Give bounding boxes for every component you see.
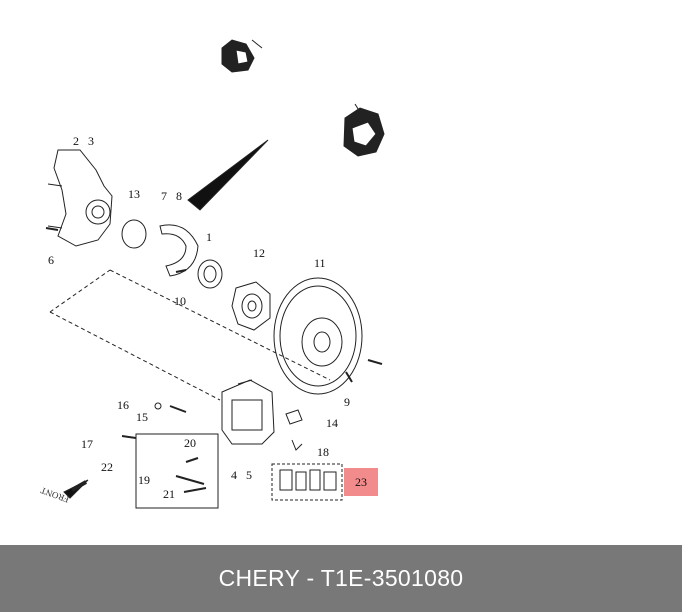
label-part-17: 17 xyxy=(81,437,93,451)
pointer-wedge-icon xyxy=(187,139,269,211)
label-part-2: 2 xyxy=(73,134,79,148)
brake-pad-set-icon xyxy=(271,463,343,501)
label-part-11: 11 xyxy=(314,256,326,270)
label-part-12: 12 xyxy=(253,246,265,260)
label-part-6: 6 xyxy=(48,253,54,267)
label-part-3: 3 xyxy=(88,134,94,148)
label-part-21: 21 xyxy=(163,487,175,501)
label-part-5: 5 xyxy=(246,468,252,482)
brake-caliper-icon xyxy=(221,379,275,445)
steering-knuckle-icon xyxy=(47,149,113,247)
label-part-18: 18 xyxy=(317,445,329,459)
guide-pin-kit-box xyxy=(135,433,219,509)
label-part-13: 13 xyxy=(128,187,140,201)
label-part-14: 14 xyxy=(326,416,338,430)
label-part-10: 10 xyxy=(174,294,186,308)
wheel-hub-icon xyxy=(231,281,271,331)
knuckle-large-icon xyxy=(343,103,385,157)
wheel-bearing-icon xyxy=(197,259,223,289)
label-part-9: 9 xyxy=(344,395,350,409)
label-part-15: 15 xyxy=(136,410,148,424)
part-number-title: CHERY - T1E-3501080 xyxy=(218,565,464,591)
footer-bar: CHERY - T1E-3501080 xyxy=(0,545,682,612)
highlighted-part-label: 23 xyxy=(355,474,367,489)
brake-disc-icon xyxy=(273,277,363,395)
label-part-4: 4 xyxy=(231,468,237,482)
spring-icon xyxy=(291,439,303,451)
label-part-19: 19 xyxy=(138,473,150,487)
label-part-1: 1 xyxy=(206,230,212,244)
snap-ring-icon xyxy=(121,219,147,249)
clip-icon xyxy=(285,409,303,425)
label-part-22: 22 xyxy=(101,460,113,474)
label-part-20: 20 xyxy=(184,436,196,450)
label-part-8: 8 xyxy=(176,189,182,203)
knuckle-small-icon xyxy=(221,39,263,73)
label-part-16: 16 xyxy=(117,398,129,412)
dust-shield-icon xyxy=(159,224,199,277)
highlighted-part-23: 23 xyxy=(344,468,378,496)
parts-diagram: 2 3 13 7 8 1 12 11 6 10 9 16 15 14 17 20… xyxy=(39,39,385,509)
label-part-7: 7 xyxy=(161,189,167,203)
exploded-view-drawing xyxy=(45,39,385,509)
